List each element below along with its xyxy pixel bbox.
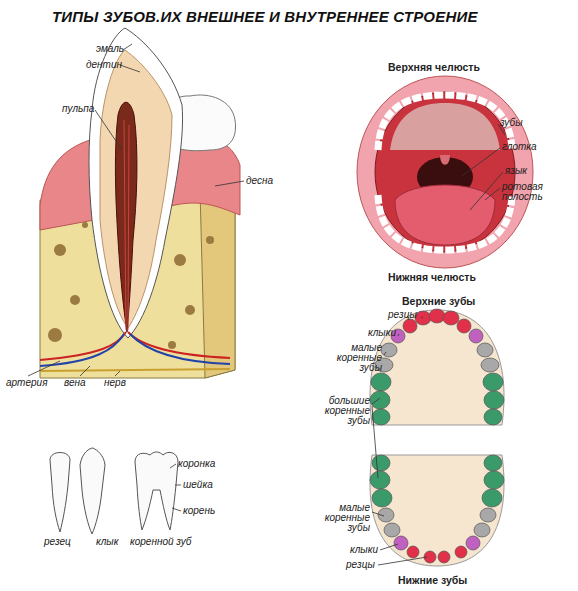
incisor-tooth <box>50 453 70 533</box>
molar <box>484 391 504 409</box>
upper-teeth-group <box>370 309 504 425</box>
section-heading: Нижняя челюсть <box>388 272 476 282</box>
bone-pore <box>206 236 214 244</box>
incisor <box>403 319 417 333</box>
part-label: корень <box>183 506 215 516</box>
palate <box>390 103 500 150</box>
part-label: малые коренные зубы <box>326 343 382 373</box>
part-label: резцы <box>346 560 375 570</box>
jaw-bone-side <box>200 190 235 378</box>
molar <box>482 489 502 507</box>
part-label: зубы <box>500 118 523 128</box>
bone-pore <box>54 244 66 256</box>
leader-line <box>28 44 244 376</box>
molar <box>372 455 390 471</box>
incisor <box>429 309 445 323</box>
part-label: коронка <box>178 459 215 469</box>
part-label: малые коренные зубы <box>314 503 370 533</box>
premolar <box>474 523 490 537</box>
molar <box>370 471 390 489</box>
part-label: эмаль <box>96 44 124 54</box>
tongue <box>395 185 495 245</box>
lips <box>357 76 533 268</box>
incisor <box>443 311 459 325</box>
nerve <box>40 369 230 371</box>
molar-tooth <box>135 452 178 530</box>
leader-line <box>170 464 181 511</box>
incisor <box>457 319 471 333</box>
canine <box>469 329 483 343</box>
part-label: ротовая полость <box>502 182 546 202</box>
molar <box>372 489 392 507</box>
pulp <box>115 102 137 332</box>
lower-jaw <box>370 455 504 566</box>
part-label: десна <box>246 176 273 186</box>
premolar <box>477 343 493 357</box>
diagram-title: ТИПЫ ЗУБОВ.ИХ ВНЕШНЕЕ И ВНУТРЕННЕЕ СТРОЕ… <box>52 8 478 25</box>
canine-tooth <box>80 448 105 534</box>
bone-pore <box>70 295 80 305</box>
bone-pore <box>174 254 186 266</box>
pulp-vessels <box>124 120 129 330</box>
part-label: клык <box>96 537 118 547</box>
incisor <box>455 546 467 558</box>
leader-line <box>462 124 505 210</box>
uvula <box>440 155 450 165</box>
tooth-enamel <box>89 28 183 338</box>
bone-pore <box>185 305 195 315</box>
part-label: дентин <box>86 60 122 70</box>
molar <box>372 409 390 425</box>
part-label: вена <box>64 378 86 388</box>
bone-pore <box>48 328 62 342</box>
molar <box>371 373 391 391</box>
bone-pore <box>82 222 88 228</box>
section-heading: Верхние зубы <box>402 296 475 306</box>
molar <box>484 409 502 425</box>
part-label: язык <box>505 166 527 176</box>
part-label: резец <box>44 537 71 547</box>
part-label: большие коренные зубы <box>306 396 370 426</box>
part-label: клыки <box>350 545 378 555</box>
part-label: клыки <box>368 328 396 338</box>
premolar <box>384 523 400 537</box>
part-label: шейка <box>183 480 213 490</box>
part-label: нерв <box>104 378 126 388</box>
upper-teeth <box>378 95 512 150</box>
incisor <box>407 546 419 558</box>
part-label: глотка <box>502 142 537 152</box>
part-label: коренной зуб <box>130 537 191 547</box>
vein <box>40 334 230 366</box>
molar <box>484 455 502 471</box>
part-label: резцы <box>388 310 417 320</box>
bone-pore <box>168 341 176 349</box>
molar <box>370 391 390 409</box>
incisor <box>438 551 450 563</box>
section-heading: Нижние зубы <box>398 575 467 585</box>
canine <box>466 536 480 550</box>
premolar <box>381 343 397 357</box>
part-label: пульпа <box>62 104 94 114</box>
molar <box>484 471 504 489</box>
artery <box>40 332 230 360</box>
part-label: артерия <box>6 378 47 388</box>
section-heading: Верхняя челюсть <box>388 62 480 72</box>
premolar <box>480 508 496 522</box>
premolar <box>481 358 499 372</box>
molar <box>483 373 503 391</box>
canine <box>394 536 408 550</box>
oral-cavity <box>375 92 515 252</box>
